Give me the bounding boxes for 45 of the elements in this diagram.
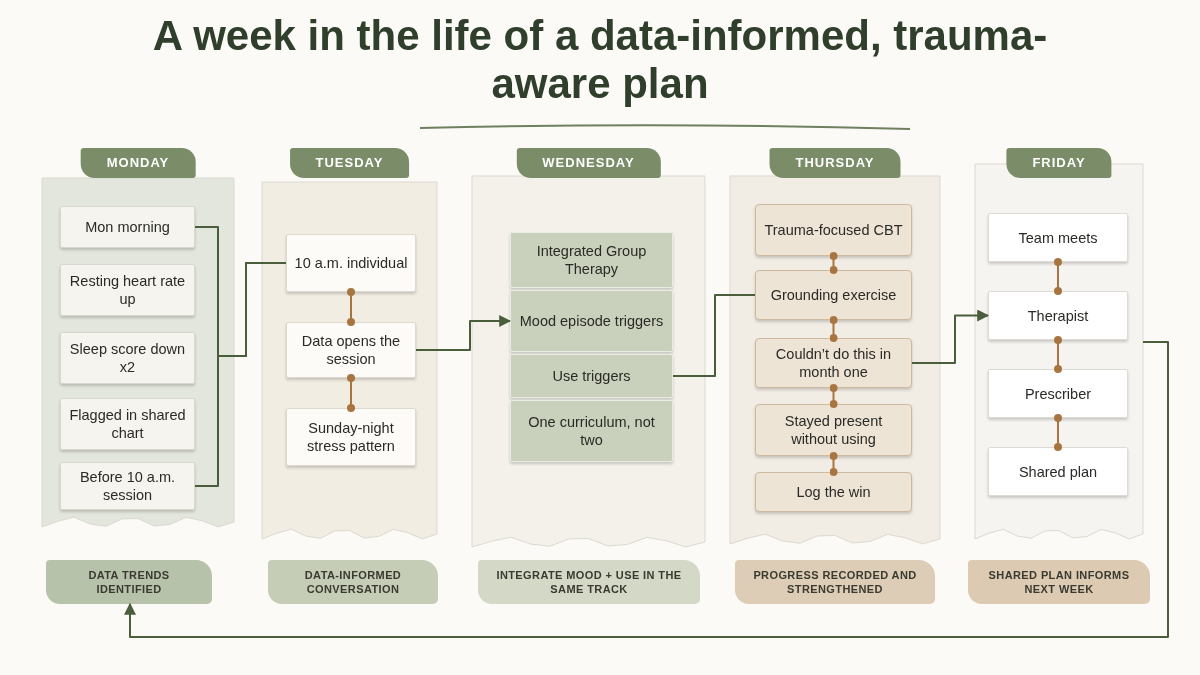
step-card: Mon morning — [60, 206, 195, 248]
arrow — [911, 309, 990, 364]
arrow — [124, 341, 1169, 638]
step-card: Trauma-focused CBT — [755, 204, 912, 256]
step-card: Mood episode triggers — [510, 290, 673, 352]
summary-banner: SHARED PLAN INFORMS NEXT WEEK — [968, 560, 1150, 604]
step-card: Therapist — [988, 291, 1128, 340]
day-heading: THURSDAY — [769, 148, 901, 178]
step-card: Team meets — [988, 213, 1128, 262]
step-card: Use triggers — [510, 354, 673, 398]
day-heading: TUESDAY — [289, 148, 410, 178]
step-card: Data opens the session — [286, 322, 416, 378]
summary-banner: DATA TRENDS IDENTIFIED — [46, 560, 212, 604]
dot-connector — [1054, 414, 1062, 451]
summary-banner: INTEGRATE MOOD + USE IN THE SAME TRACK — [478, 560, 700, 604]
day-heading: MONDAY — [80, 148, 196, 178]
step-card: Resting heart rate up — [60, 264, 195, 316]
step-card: Integrated Group Therapy — [510, 232, 673, 288]
step-card: Log the win — [755, 472, 912, 512]
day-heading: FRIDAY — [1006, 148, 1112, 178]
step-card: Flagged in shared chart — [60, 398, 195, 450]
dot-connector — [829, 316, 838, 342]
step-card: One curriculum, not two — [510, 400, 673, 462]
dot-connector — [1054, 336, 1062, 373]
summary-banner: DATA-INFORMED CONVERSATION — [268, 560, 438, 604]
title: A week in the life of a data-informed, trauma-aware plan — [151, 12, 1049, 108]
dot-connector — [347, 374, 355, 412]
step-card: Sleep score down x2 — [60, 332, 195, 384]
dot-connector — [347, 288, 355, 326]
step-card: Sunday-night stress pattern — [286, 408, 416, 466]
dot-connector — [829, 252, 838, 274]
arrow — [415, 315, 512, 351]
dot-connector — [829, 452, 838, 476]
step-card: 10 a.m. individual — [286, 234, 416, 292]
dot-connector — [829, 384, 838, 408]
dot-connector — [1054, 258, 1062, 295]
step-card: Before 10 a.m. session — [60, 462, 195, 510]
connector-line — [672, 294, 756, 377]
step-card: Stayed present without using — [755, 404, 912, 456]
step-card: Shared plan — [988, 447, 1128, 496]
step-card: Prescriber — [988, 369, 1128, 418]
summary-banner: PROGRESS RECORDED AND STRENGTHENED — [735, 560, 935, 604]
day-heading: WEDNESDAY — [516, 148, 661, 178]
step-card: Couldn’t do this in month one — [755, 338, 912, 388]
step-card: Grounding exercise — [755, 270, 912, 320]
